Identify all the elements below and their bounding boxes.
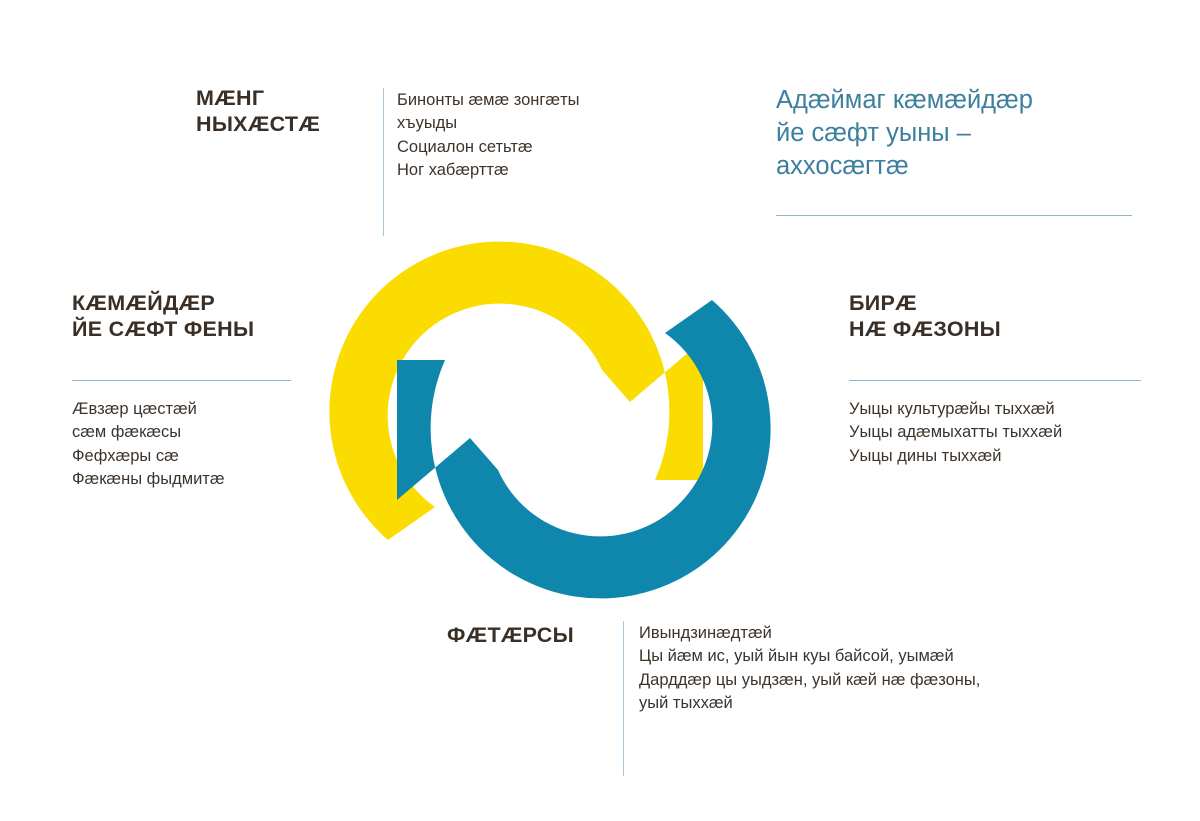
middle-left-horizontal-rule (72, 380, 291, 381)
bottom-body-text: Ивындзинæдтæй Цы йæм ис, уый йын куы бай… (639, 624, 981, 713)
top-left-vertical-divider (383, 88, 384, 236)
middle-left-body-text: Æвзæр цæстæй сæм фæкæсы Фефхæры сæ Фæкæн… (72, 400, 225, 489)
middle-right-body-text: Уыцы культурæйы тыххæй Уыцы адæмыхатты т… (849, 400, 1063, 465)
middle-left-heading: КÆМÆЙДÆР ЙЕ СÆФТ ФЕНЫ (72, 291, 255, 341)
cycle-arrows-graphic (300, 230, 820, 610)
top-left-heading: МÆНГ НЫХÆСТÆ (196, 86, 321, 136)
bottom-heading: ФÆТÆРСЫ (447, 623, 574, 647)
bottom-vertical-divider (623, 621, 624, 776)
cycle-arrows-svg (329, 241, 771, 599)
middle-right-horizontal-rule (849, 380, 1141, 381)
middle-right-heading: БИРÆ НÆ ФÆЗОНЫ (849, 291, 1002, 341)
yellow-arrow-icon (329, 241, 703, 540)
top-right-horizontal-rule (776, 215, 1132, 216)
top-left-body-text: Бинонты æмæ зонгæты хъуыды Социалон сеть… (397, 91, 580, 180)
blue-arrow-icon (397, 300, 771, 599)
top-right-heading: Адæймаг кæмæйдæр йе сæфт уыны – аххосæгт… (776, 86, 1033, 181)
